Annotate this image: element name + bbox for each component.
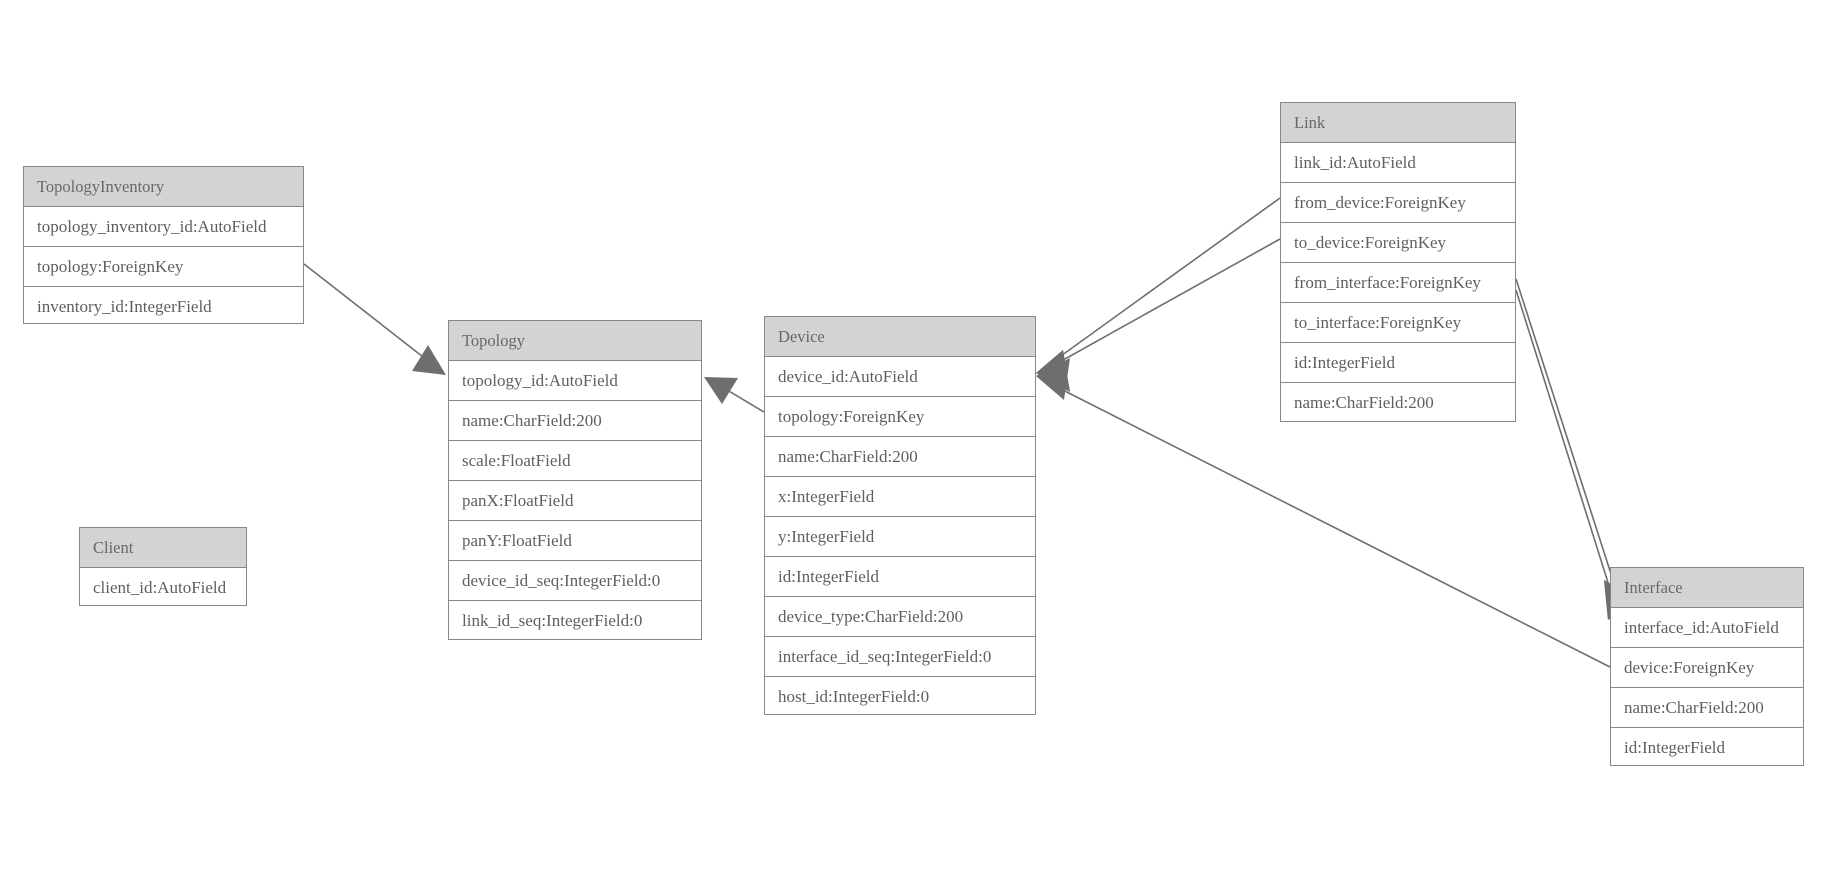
entity-field: device_type:CharField:200 — [765, 597, 1035, 637]
entity-title: Link — [1281, 103, 1515, 143]
entity-client[interactable]: Client client_id:AutoField — [79, 527, 247, 606]
entity-title: Client — [80, 528, 246, 568]
entity-field: id:IntegerField — [1624, 738, 1726, 757]
entity-field: scale:FloatField — [449, 441, 701, 481]
entity-title: Device — [765, 317, 1035, 357]
entity-field: topology:ForeignKey — [765, 397, 1035, 437]
edge-link-to-device — [1036, 238, 1281, 392]
entity-field: x:IntegerField — [765, 477, 1035, 517]
entity-field: topology:ForeignKey — [24, 247, 303, 287]
entity-field: device_id:AutoField — [765, 357, 1035, 397]
entity-title: TopologyInventory — [24, 167, 303, 207]
entity-field: y:IntegerField — [765, 517, 1035, 557]
entity-field: name:CharField:200 — [765, 437, 1035, 477]
entity-field: to_interface:ForeignKey — [1281, 303, 1515, 343]
entity-field: device_id_seq:IntegerField:0 — [449, 561, 701, 601]
entity-field: id:IntegerField — [765, 557, 1035, 597]
entity-field-list: client_id:AutoField — [80, 568, 246, 608]
entity-field: interface_id_seq:IntegerField:0 — [765, 637, 1035, 677]
entity-title: Interface — [1611, 568, 1803, 608]
entity-field: device:ForeignKey — [1611, 648, 1803, 688]
entity-field: panX:FloatField — [449, 481, 701, 521]
entity-field: from_device:ForeignKey — [1281, 183, 1515, 223]
entity-field: name:CharField:200 — [449, 401, 701, 441]
edge-topologyinventory-topology — [303, 263, 446, 375]
entity-title: Topology — [449, 321, 701, 361]
entity-field: link_id_seq:IntegerField:0 — [462, 611, 643, 630]
entity-field: to_device:ForeignKey — [1281, 223, 1515, 263]
entity-field: topology_id:AutoField — [449, 361, 701, 401]
edge-link-from-device — [1036, 197, 1281, 392]
entity-field: panY:FloatField — [449, 521, 701, 561]
entity-field: name:CharField:200 — [1611, 688, 1803, 728]
entity-field: interface_id:AutoField — [1611, 608, 1803, 648]
entity-field: id:IntegerField — [1281, 343, 1515, 383]
entity-field: inventory_id:IntegerField — [37, 297, 212, 316]
entity-field: link_id:AutoField — [1281, 143, 1515, 183]
entity-field: host_id:IntegerField:0 — [778, 687, 930, 706]
entity-field: name:CharField:200 — [1294, 393, 1434, 412]
entity-field: from_interface:ForeignKey — [1281, 263, 1515, 303]
entity-field: topology_inventory_id:AutoField — [24, 207, 303, 247]
entity-field: client_id:AutoField — [93, 578, 227, 597]
edge-device-topology — [704, 377, 765, 413]
